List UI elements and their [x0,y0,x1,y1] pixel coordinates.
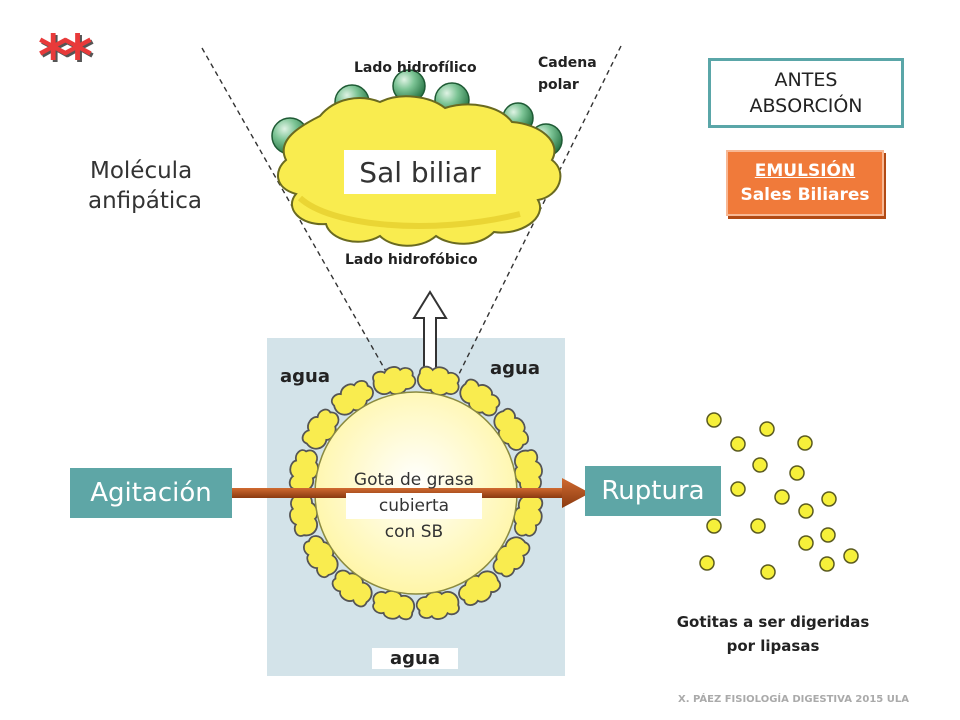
emulsion-box: EMULSIÓN Sales Biliares [726,150,884,216]
water-label-bottom: agua [372,648,458,669]
emulsion-line-2: Sales Biliares [740,185,870,205]
bile-salt-unit [330,379,374,416]
droplet [730,481,746,497]
droplet [774,489,790,505]
droplets-caption: Gotitas a ser digeridas por lipasas [650,610,896,658]
droplet-group [699,412,859,580]
polar-chain-line-2: polar [538,77,579,93]
before-absorption-line-1: ANTES [774,69,838,91]
fat-drop-line-3: con SB [384,522,444,542]
droplet [820,527,836,543]
droplet [798,535,814,551]
hydrophobic-side-label: Lado hidrofóbico [345,252,478,268]
droplet [798,503,814,519]
droplet [760,564,776,580]
droplet [789,465,805,481]
amphipathic-label: Molécula anfipática [88,156,203,216]
droplet [750,518,766,534]
bile-salt-unit [301,408,340,450]
bile-salt-unit [513,493,544,537]
amphipathic-line-2: anfipática [88,188,203,214]
bile-salt-unit [458,570,502,607]
fat-drop-line-2: cubierta [346,493,482,519]
droplets-caption-line-1: Gotitas a ser digeridas [676,613,870,631]
bile-salt-unit [302,535,339,579]
droplet [819,556,835,572]
before-absorption-line-2: ABSORCIÓN [749,95,863,117]
droplets-caption-line-2: por lipasas [726,637,820,655]
droplet [843,548,859,564]
droplet [706,518,722,534]
agitation-label: Agitación [70,468,232,518]
fat-drop-line-1: Gota de grasa [353,470,475,490]
droplet [706,412,722,428]
bile-salt-molecule [271,69,563,247]
before-absorption-box: ANTES ABSORCIÓN [708,58,904,128]
droplet [821,491,837,507]
bile-salt-unit [492,536,531,578]
fat-drop-label: Gota de grasa cubierta con SB [340,467,488,545]
bile-salt-unit [493,407,530,451]
droplet [699,555,715,571]
emulsion-line-1: EMULSIÓN [754,161,856,181]
droplet [797,435,813,451]
bile-salt-unit [331,569,373,608]
polar-chain-line-1: Cadena [538,55,597,71]
water-label-left: agua [280,366,330,387]
droplet [752,457,768,473]
bile-salt-unit [372,590,416,621]
bile-salt-unit [416,365,460,396]
bile-salt-unit [459,378,501,417]
bile-salt-unit [415,590,460,620]
bile-salt-unit [288,449,319,493]
stars-mark: ** [38,22,93,90]
bile-salt-unit [372,366,417,396]
rupture-label: Ruptura [585,466,721,516]
footer-credit: X. PÁEZ FISIOLOGÍA DIGESTIVA 2015 ULA [678,694,909,705]
droplet [759,421,775,437]
polar-chain-label: Cadena polar [538,52,597,96]
water-label-right: agua [490,358,540,379]
hydrophilic-side-label: Lado hidrofílico [354,60,477,76]
amphipathic-line-1: Molécula [90,158,193,184]
bile-salt-label: Sal biliar [344,150,496,194]
droplet [730,436,746,452]
